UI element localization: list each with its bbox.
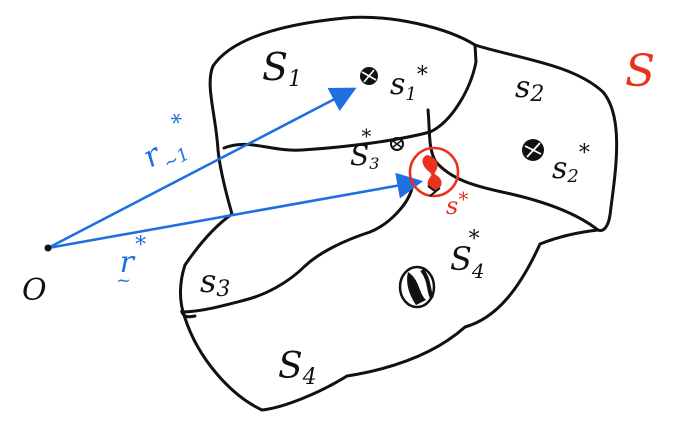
vector-r1-star bbox=[47, 87, 357, 250]
vector-label-r-star: r~* bbox=[116, 233, 146, 291]
boundary-S3-S4 bbox=[179, 186, 414, 319]
point-s3-star-marker bbox=[390, 137, 404, 151]
region-label-S4: S4 bbox=[278, 346, 317, 390]
point-label-s4-star: S4* bbox=[450, 227, 485, 283]
region-label-S2: s2 bbox=[515, 70, 544, 107]
origin-label: O bbox=[22, 273, 47, 308]
vector-r-star bbox=[47, 172, 424, 250]
boundary-S2-interior bbox=[426, 108, 600, 232]
point-label-s2-star: s2* bbox=[552, 141, 590, 187]
point-s-star-marker bbox=[408, 146, 460, 198]
point-s1-star-marker bbox=[360, 67, 378, 85]
origin-point bbox=[44, 244, 52, 252]
boundary-S1-S3 bbox=[222, 43, 478, 152]
point-label-s1-star: s1* bbox=[390, 63, 428, 105]
region-label-S3: s3 bbox=[200, 262, 230, 302]
point-s4-star-marker bbox=[398, 265, 436, 309]
region-label-S1: S1 bbox=[262, 45, 302, 92]
vector-label-r1-star: r~1* bbox=[132, 109, 203, 181]
point-s2-star-marker bbox=[522, 139, 544, 161]
set-label-S: S bbox=[625, 46, 655, 97]
point-label-s-star: s* bbox=[446, 187, 468, 220]
point-label-s3-star: S3* bbox=[350, 124, 379, 173]
